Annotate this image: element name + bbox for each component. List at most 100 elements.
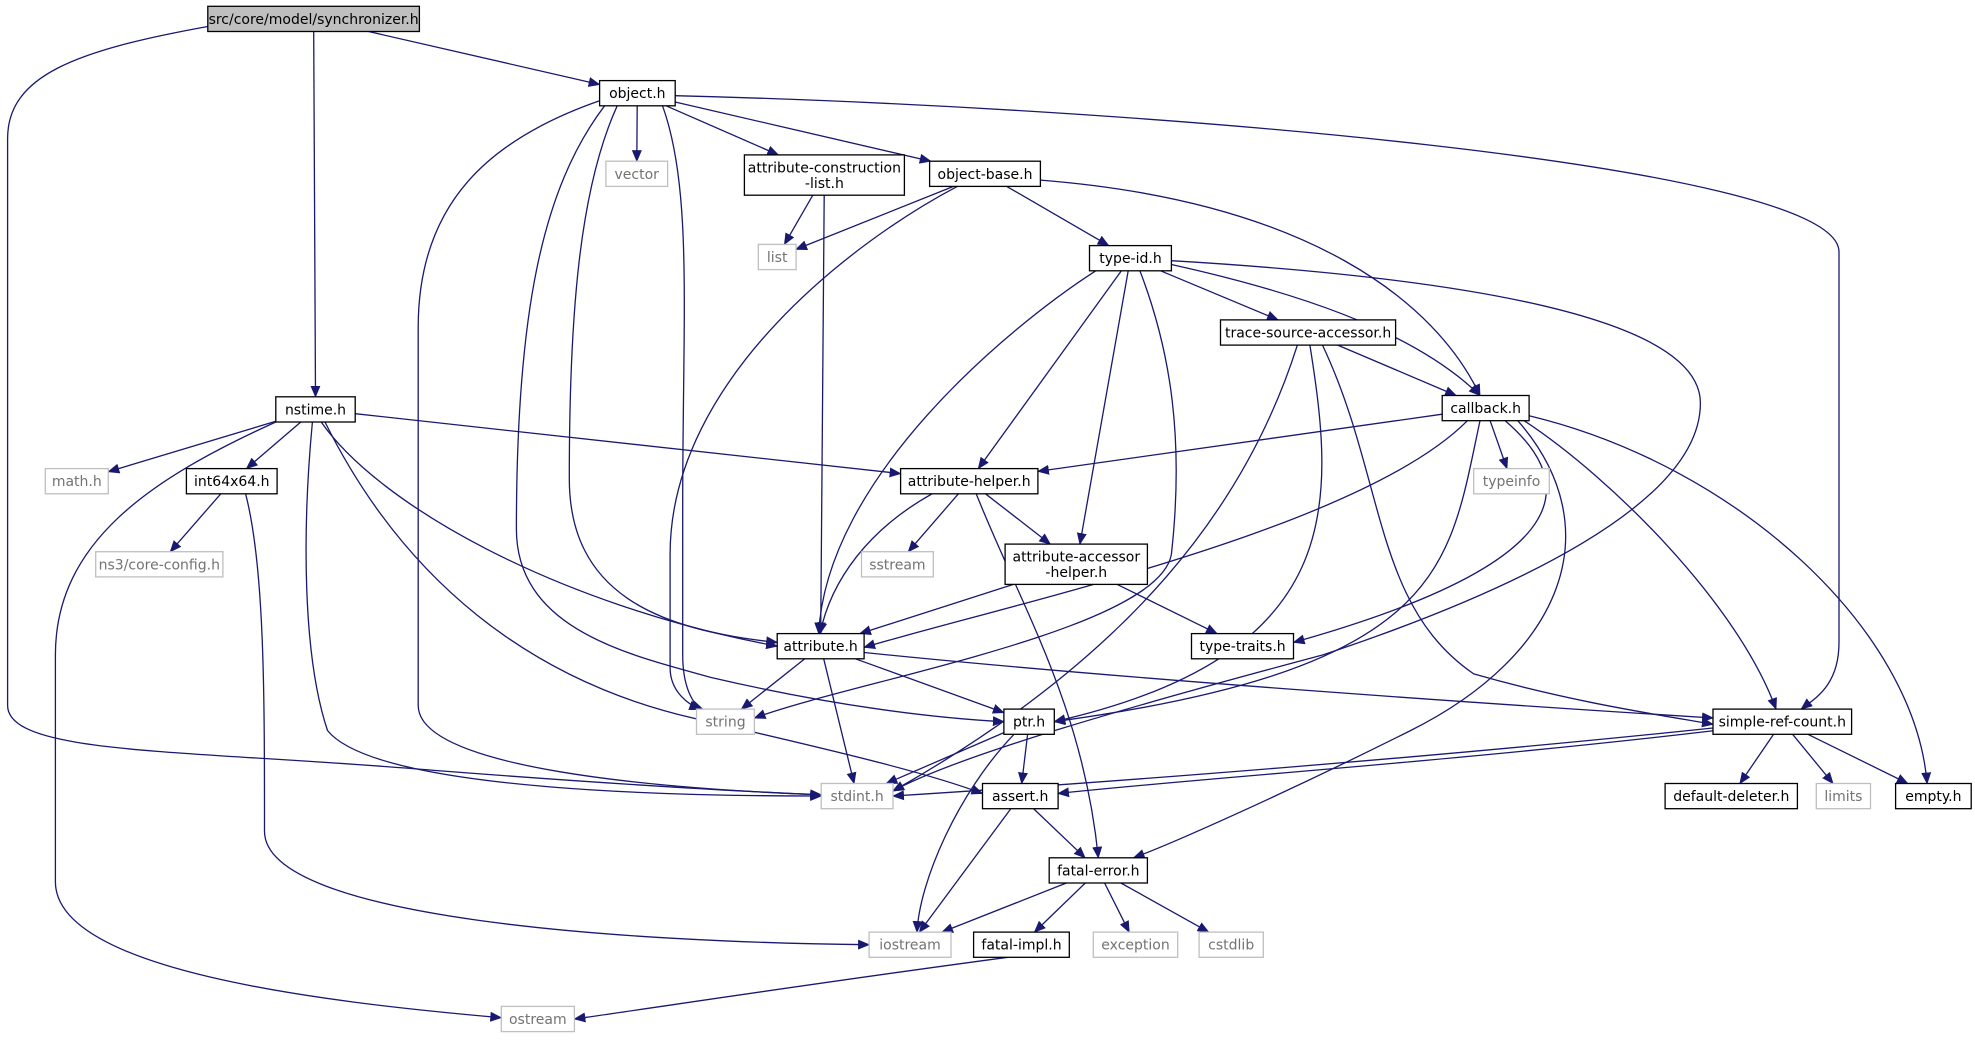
node-label: attribute.h: [783, 639, 857, 655]
node-attr-helper[interactable]: attribute-helper.h: [899, 467, 1039, 495]
node-attribute[interactable]: attribute.h: [776, 632, 865, 660]
node-assert[interactable]: assert.h: [981, 782, 1059, 810]
node-label: src/core/model/synchronizer.h: [209, 12, 419, 28]
edge-nstime-to-stdint: [305, 421, 823, 801]
node-attr-construction[interactable]: attribute-construction-list.h: [743, 154, 906, 196]
edge-callback-to-type-traits: [1292, 420, 1548, 645]
edge-nstime-to-math: [107, 420, 276, 474]
node-label: stdint.h: [830, 789, 883, 805]
node-type-id[interactable]: type-id.h: [1088, 244, 1173, 272]
node-label: -helper.h: [1045, 565, 1107, 581]
node-box: [928, 160, 1042, 188]
node-attr-accessor[interactable]: attribute-accessor-helper.h: [1004, 543, 1149, 586]
edge-callback-to-empty: [1528, 415, 1932, 785]
edge-attr-accessor-to-type-traits: [1116, 583, 1218, 635]
node-box: [1003, 708, 1055, 735]
edge-nstime-to-attr-helper: [355, 413, 902, 478]
node-box: [275, 396, 356, 423]
node-box: [1190, 632, 1295, 660]
edge-ptr-to-iostream: [912, 733, 1015, 934]
node-label: object.h: [609, 86, 665, 102]
edge-ptr-to-assert: [1018, 734, 1029, 785]
node-stdint: stdint.h: [820, 782, 894, 810]
node-box: [1198, 931, 1264, 958]
edge-callback-to-typeinfo: [1489, 420, 1509, 470]
edge-type-id-to-attr-accessor: [1076, 270, 1129, 546]
node-label: sstream: [869, 557, 925, 573]
node-label: type-id.h: [1099, 251, 1161, 267]
edge-trace-source-to-simple-ref: [1321, 344, 1714, 728]
edge-object-base-to-callback: [1040, 179, 1481, 397]
node-label: ostream: [509, 1012, 567, 1028]
node-label: ns3/core-config.h: [99, 557, 220, 573]
node-box: [1473, 467, 1550, 495]
node-empty[interactable]: empty.h: [1894, 782, 1972, 810]
node-box: [1088, 244, 1173, 272]
edge-type-id-to-callback: [1171, 263, 1481, 397]
edge-simple-ref-to-assert: [1057, 729, 1716, 798]
node-fatal-error[interactable]: fatal-error.h: [1048, 857, 1149, 884]
edges-layer: [6, 25, 1932, 1023]
node-label: trace-source-accessor.h: [1225, 326, 1391, 342]
node-object-base[interactable]: object-base.h: [928, 160, 1042, 188]
node-box: [899, 467, 1039, 495]
node-box: [500, 1005, 576, 1033]
node-label: type-traits.h: [1200, 639, 1286, 655]
edge-type-id-to-attribute: [814, 270, 1097, 635]
node-box: [1712, 708, 1853, 735]
node-box: [1048, 857, 1149, 884]
node-object[interactable]: object.h: [598, 79, 676, 107]
node-list: list: [757, 243, 797, 271]
edge-assert-to-fatal-error: [1033, 808, 1086, 859]
edge-callback-to-attr-helper: [1036, 413, 1443, 475]
nodes-layer: src/core/model/synchronizer.h object.h nst…: [44, 5, 1972, 1033]
node-ostream: ostream: [500, 1005, 576, 1033]
node-box: [743, 154, 906, 196]
node-box: [207, 5, 421, 33]
node-box: [1092, 931, 1179, 958]
node-label: ptr.h: [1013, 715, 1045, 731]
node-label: assert.h: [992, 789, 1048, 805]
edge-type-id-to-stdint: [892, 260, 1702, 792]
node-box: [820, 782, 894, 810]
node-default-deleter[interactable]: default-deleter.h: [1664, 782, 1799, 810]
node-label: list: [767, 250, 788, 266]
edge-simple-ref-to-empty: [1807, 733, 1909, 785]
edge-object-base-to-list: [795, 185, 954, 251]
edge-fatal-impl-to-ostream: [573, 956, 1008, 1023]
edge-nstime-to-assert: [324, 421, 984, 795]
edge-object-to-attr-construction: [665, 105, 780, 156]
node-label: fatal-impl.h: [981, 938, 1061, 954]
node-label: fatal-error.h: [1057, 863, 1139, 879]
edge-attribute-to-string: [740, 658, 806, 710]
edge-attr-helper-to-attribute: [817, 493, 933, 635]
node-box: [1441, 394, 1530, 422]
node-label: attribute-accessor: [1012, 550, 1140, 566]
node-fatal-impl[interactable]: fatal-impl.h: [972, 931, 1070, 958]
node-box: [1004, 543, 1149, 586]
node-callback[interactable]: callback.h: [1441, 394, 1530, 422]
node-box: [1894, 782, 1972, 810]
node-simple-ref[interactable]: simple-ref-count.h: [1712, 708, 1853, 735]
edge-attribute-to-stdint: [823, 658, 857, 785]
node-ptr[interactable]: ptr.h: [1003, 708, 1055, 735]
edge-attribute-to-ptr: [855, 658, 1005, 714]
edge-nstime-to-int64x64: [245, 421, 302, 470]
node-trace-source[interactable]: trace-source-accessor.h: [1219, 319, 1397, 346]
edge-callback-to-fatal-error: [1132, 420, 1567, 859]
edge-object-to-string: [661, 105, 704, 710]
node-string: string: [695, 708, 756, 735]
node-nstime[interactable]: nstime.h: [275, 396, 356, 423]
node-box: [598, 79, 676, 107]
node-int64x64[interactable]: int64x64.h: [185, 467, 278, 495]
node-box: [868, 931, 952, 958]
edge-assert-to-iostream: [918, 808, 1012, 933]
node-synchronizer[interactable]: src/core/model/synchronizer.h: [207, 5, 421, 33]
edge-attr-construction-to-list: [783, 194, 814, 246]
node-label: object-base.h: [938, 167, 1033, 183]
node-label: math.h: [52, 474, 102, 490]
node-type-traits[interactable]: type-traits.h: [1190, 632, 1295, 660]
edge-type-id-to-string: [753, 270, 1177, 719]
edge-ptr-to-stdint: [885, 732, 1005, 785]
node-typeinfo: typeinfo: [1473, 467, 1550, 495]
